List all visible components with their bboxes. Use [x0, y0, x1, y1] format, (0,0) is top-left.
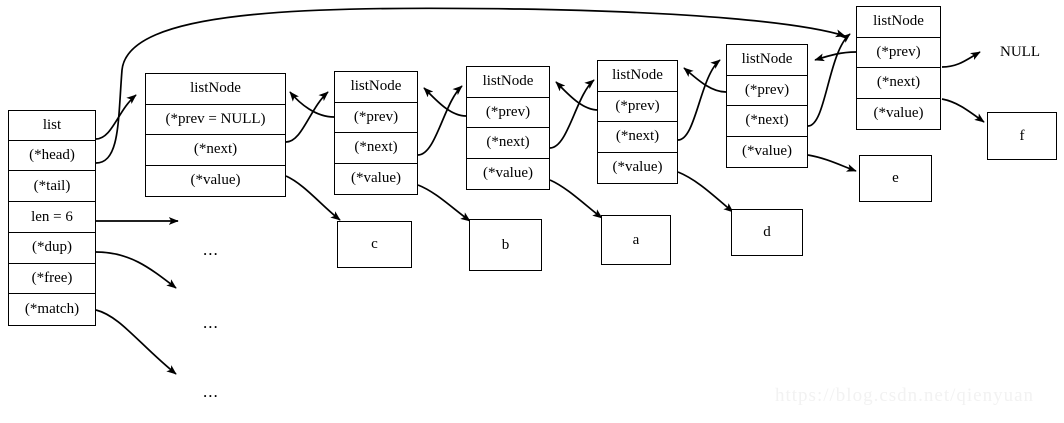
listnode-6-box: listNode (*prev) (*next) (*value): [856, 6, 941, 130]
arrow-node6-value-to-f: [941, 98, 985, 123]
arrow-node1-next-to-node2: [285, 91, 329, 143]
arrow-node2-prev-to-node1: [289, 91, 335, 118]
listnode-5-box: listNode (*prev) (*next) (*value): [726, 44, 808, 168]
listnode-2-prev: (*prev): [335, 102, 417, 133]
list-field-dup: (*dup): [9, 232, 95, 264]
arrow-node5-next-to-node6: [807, 33, 851, 127]
listnode-1-prev: (*prev = NULL): [146, 104, 285, 135]
listnode-3-value: (*value): [467, 158, 549, 189]
listnode-3-box: listNode (*prev) (*next) (*value): [466, 66, 550, 190]
listnode-1-title: listNode: [146, 74, 285, 105]
arrow-node5-value-to-e: [807, 154, 857, 172]
listnode-6-next: (*next): [857, 68, 940, 99]
listnode-1-next: (*next): [146, 135, 285, 166]
listnode-2-box: listNode (*prev) (*next) (*value): [334, 71, 418, 195]
listnode-1-box: listNode (*prev = NULL) (*next) (*value): [145, 73, 286, 197]
ellipsis-dup: ...: [203, 240, 219, 259]
value-box-c: c: [337, 221, 412, 268]
arrow-node4-value-to-d: [677, 171, 734, 213]
listnode-4-box: listNode (*prev) (*next) (*value): [597, 60, 678, 184]
list-struct-box: list (*head) (*tail) len = 6 (*dup) (*fr…: [8, 110, 96, 326]
arrow-node4-prev-to-node3: [555, 81, 599, 111]
watermark-text: https://blog.csdn.net/qienyuan: [775, 385, 1035, 406]
ellipsis-match: ...: [203, 382, 219, 401]
listnode-4-title: listNode: [598, 61, 677, 92]
listnode-1-value: (*value): [146, 165, 285, 196]
list-struct-title: list: [9, 111, 95, 141]
arrow-head-to-node1: [95, 94, 137, 140]
list-field-free: (*free): [9, 263, 95, 295]
list-field-tail: (*tail): [9, 171, 95, 203]
listnode-4-value: (*value): [598, 152, 677, 183]
listnode-3-prev: (*prev): [467, 97, 549, 128]
listnode-2-title: listNode: [335, 72, 417, 103]
value-box-f: f: [987, 112, 1057, 160]
listnode-6-title: listNode: [857, 7, 940, 38]
arrow-match-to-ellipsis: [95, 309, 177, 375]
arrow-node5-prev-to-node4: [683, 67, 727, 93]
arrow-node3-value-to-a: [549, 179, 603, 219]
arrow-node4-next-to-node5: [677, 59, 721, 141]
listnode-5-prev: (*prev): [727, 75, 807, 106]
value-box-d: d: [731, 209, 803, 256]
listnode-5-value: (*value): [727, 136, 807, 167]
list-field-len: len = 6: [9, 202, 95, 233]
null-label-next: NULL: [1000, 44, 1040, 60]
arrow-node1-value-to-c: [285, 175, 341, 221]
listnode-2-value: (*value): [335, 163, 417, 194]
list-field-head: (*head): [9, 140, 95, 172]
arrow-node2-next-to-node3: [417, 85, 463, 156]
listnode-5-next: (*next): [727, 106, 807, 137]
arrow-node3-next-to-node4: [549, 79, 595, 149]
listnode-4-prev: (*prev): [598, 91, 677, 122]
arrow-node6-next-to-null: [941, 51, 981, 68]
value-box-b: b: [469, 219, 542, 271]
listnode-3-title: listNode: [467, 67, 549, 98]
listnode-3-next: (*next): [467, 128, 549, 159]
list-field-match: (*match): [9, 294, 95, 326]
value-box-a: a: [601, 215, 671, 265]
listnode-6-value: (*value): [857, 98, 940, 129]
value-box-e: e: [859, 155, 932, 202]
listnode-2-next: (*next): [335, 133, 417, 164]
listnode-6-prev: (*prev): [857, 37, 940, 68]
arrow-node6-prev-to-node5: [814, 51, 857, 62]
listnode-5-title: listNode: [727, 45, 807, 76]
arrow-node3-prev-to-node2: [423, 87, 467, 117]
ellipsis-free: ...: [203, 313, 219, 332]
listnode-4-next: (*next): [598, 122, 677, 153]
arrow-free-to-ellipsis: [95, 251, 177, 289]
arrow-node2-value-to-b: [417, 184, 471, 222]
